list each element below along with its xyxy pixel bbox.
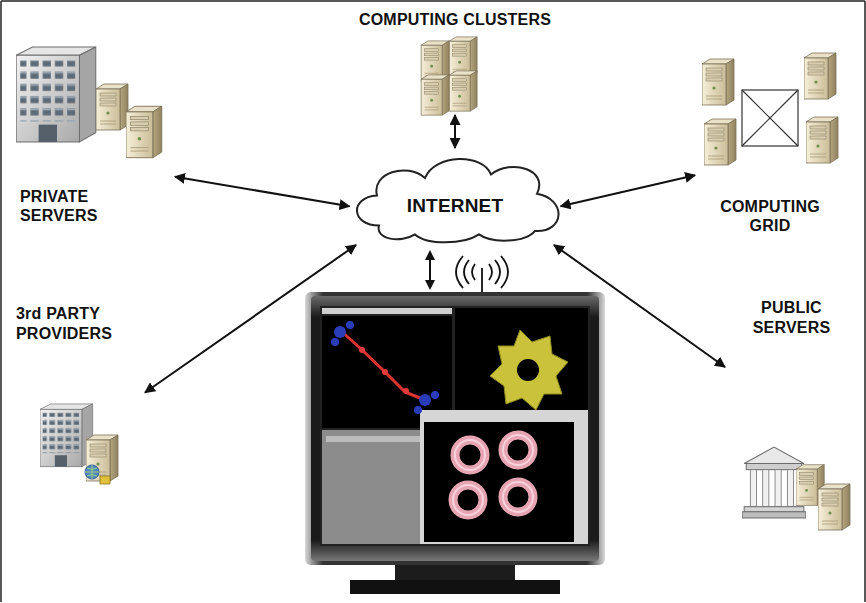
server-node: PUBLIC SERVERS bbox=[725, 292, 858, 542]
client-monitor bbox=[305, 292, 605, 594]
private-servers-icon bbox=[16, 47, 162, 158]
third-party-icon bbox=[40, 404, 118, 484]
connector-arrow bbox=[561, 175, 695, 206]
node-label: PUBLIC SERVERS bbox=[732, 298, 852, 337]
grid-servers bbox=[702, 53, 838, 165]
node-label: COMPUTING GRID bbox=[705, 197, 835, 236]
cluster-servers bbox=[421, 37, 477, 115]
node-label: PRIVATE SERVERS bbox=[20, 187, 132, 226]
network-label: INTERNET bbox=[407, 194, 504, 217]
cloud-node: INTERNET bbox=[345, 148, 565, 245]
connector-arrow bbox=[145, 245, 356, 393]
connector-arrow bbox=[454, 115, 456, 148]
public-servers-icon bbox=[742, 447, 850, 530]
node-label: 3rd PARTY PROVIDERS bbox=[16, 304, 141, 343]
node-label: COMPUTING CLUSTERS bbox=[359, 10, 551, 30]
monitor-link-arrow bbox=[425, 250, 435, 290]
server-node: PRIVATE SERVERS bbox=[8, 40, 175, 230]
provider-node: 3rd PARTY PROVIDERS bbox=[8, 298, 145, 508]
wireless-symbol bbox=[456, 256, 508, 292]
cloud-path bbox=[357, 159, 559, 242]
connector-arrow bbox=[554, 245, 725, 367]
connector-arrow bbox=[175, 177, 349, 206]
cluster-node: COMPUTING CLUSTERS bbox=[340, 4, 570, 115]
grid-node: COMPUTING GRID bbox=[695, 55, 845, 240]
